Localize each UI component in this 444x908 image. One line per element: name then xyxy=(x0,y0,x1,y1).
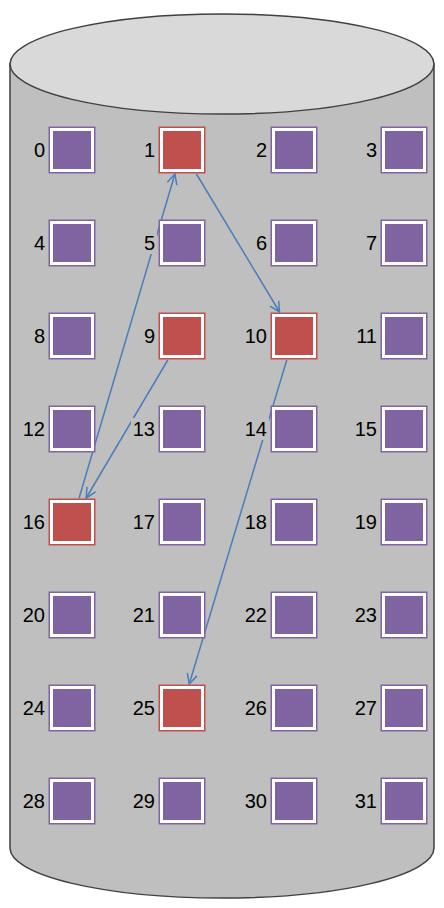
free-block: 20 xyxy=(50,593,94,637)
block-number: 1 xyxy=(142,139,157,161)
free-block: 15 xyxy=(382,407,426,451)
free-block: 31 xyxy=(382,779,426,823)
free-block: 23 xyxy=(382,593,426,637)
block-number: 6 xyxy=(254,232,269,254)
free-block: 21 xyxy=(160,593,204,637)
block-number: 26 xyxy=(243,697,269,719)
block-number: 14 xyxy=(243,418,269,440)
block-number: 18 xyxy=(243,511,269,533)
free-block: 18 xyxy=(272,500,316,544)
block-number: 19 xyxy=(353,511,379,533)
block-number: 2 xyxy=(254,139,269,161)
block-number: 17 xyxy=(131,511,157,533)
free-block: 28 xyxy=(50,779,94,823)
free-block: 7 xyxy=(382,221,426,265)
block-number: 28 xyxy=(21,790,47,812)
block-number: 3 xyxy=(364,139,379,161)
block-number: 21 xyxy=(131,604,157,626)
free-block: 2 xyxy=(272,128,316,172)
block-number: 29 xyxy=(131,790,157,812)
block-number: 5 xyxy=(142,232,157,254)
free-block: 11 xyxy=(382,314,426,358)
free-block: 8 xyxy=(50,314,94,358)
block-number: 22 xyxy=(243,604,269,626)
block-number: 11 xyxy=(354,325,379,347)
free-block: 5 xyxy=(160,221,204,265)
free-block: 22 xyxy=(272,593,316,637)
free-block: 19 xyxy=(382,500,426,544)
block-number: 25 xyxy=(131,697,157,719)
link-arrow xyxy=(196,174,279,312)
free-block: 30 xyxy=(272,779,316,823)
block-number: 16 xyxy=(21,511,47,533)
free-block: 24 xyxy=(50,686,94,730)
free-block: 26 xyxy=(272,686,316,730)
link-arrow xyxy=(86,360,168,498)
used-block: 16 xyxy=(50,500,94,544)
block-number: 30 xyxy=(243,790,269,812)
block-number: 15 xyxy=(353,418,379,440)
free-block: 29 xyxy=(160,779,204,823)
block-number: 7 xyxy=(364,232,379,254)
free-block: 27 xyxy=(382,686,426,730)
used-block: 10 xyxy=(272,314,316,358)
free-block: 14 xyxy=(272,407,316,451)
block-number: 8 xyxy=(32,325,47,347)
used-block: 1 xyxy=(160,128,204,172)
free-block: 3 xyxy=(382,128,426,172)
free-block: 17 xyxy=(160,500,204,544)
block-number: 20 xyxy=(21,604,47,626)
used-block: 25 xyxy=(160,686,204,730)
block-number: 24 xyxy=(21,697,47,719)
cylinder-top xyxy=(10,14,434,114)
block-number: 4 xyxy=(32,232,47,254)
block-number: 23 xyxy=(353,604,379,626)
free-block: 6 xyxy=(272,221,316,265)
block-number: 12 xyxy=(21,418,47,440)
block-number: 31 xyxy=(353,790,379,812)
block-number: 13 xyxy=(131,418,157,440)
free-block: 4 xyxy=(50,221,94,265)
block-number: 10 xyxy=(243,325,269,347)
block-number: 9 xyxy=(142,325,157,347)
cylinder-body xyxy=(10,64,434,898)
free-block: 13 xyxy=(160,407,204,451)
block-number: 0 xyxy=(32,139,47,161)
free-block: 12 xyxy=(50,407,94,451)
free-block: 0 xyxy=(50,128,94,172)
block-number: 27 xyxy=(353,697,379,719)
used-block: 9 xyxy=(160,314,204,358)
